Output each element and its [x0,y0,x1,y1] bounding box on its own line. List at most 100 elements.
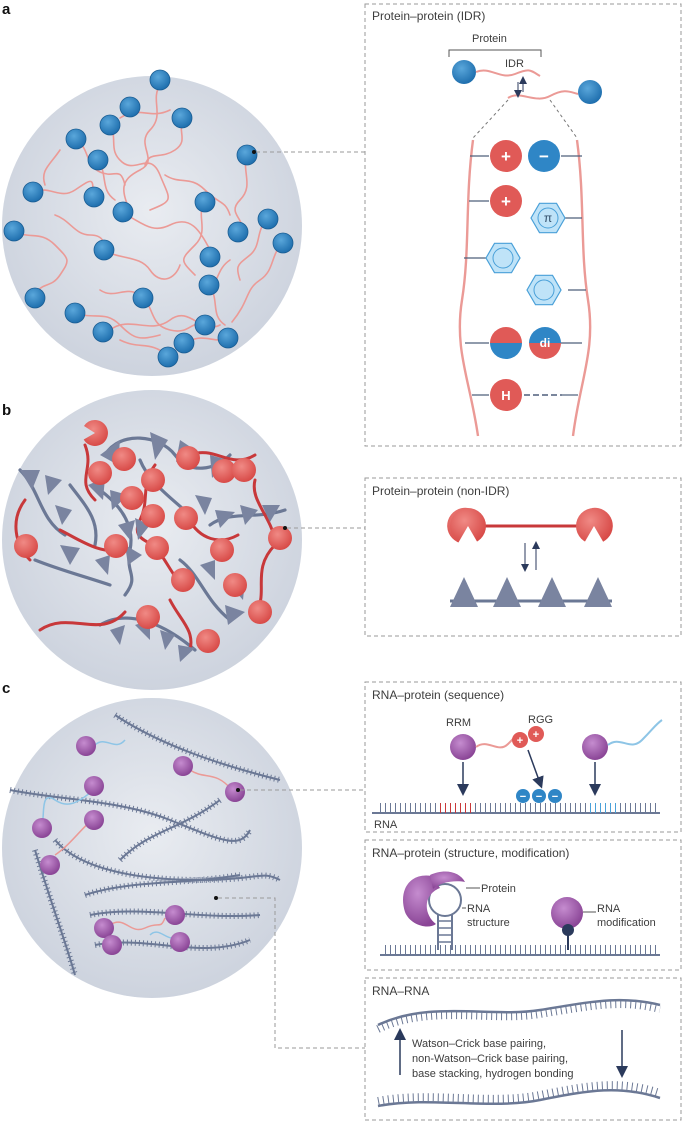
dipole-right [529,327,561,359]
rgg-charge-2 [528,726,544,742]
red-protein [176,446,200,470]
interaction-bonds [464,155,586,396]
triangle [160,630,175,650]
red-protein [83,419,108,446]
hbond-glyph: H [501,388,510,403]
rna-strand-bottom [377,1088,661,1108]
panel-b: b [2,390,682,690]
purple-protein [94,918,114,938]
idr-label: IDR [505,58,524,70]
red-protein [232,458,256,482]
pi-label: π [544,211,552,225]
rna-modification-label-1: RNA [597,903,621,915]
red-protein [248,600,272,624]
red-protein [212,459,236,483]
hairpin-loop [428,883,462,917]
blue-protein [173,332,195,354]
panel-a: a [2,1,682,447]
modification-mark [562,924,574,936]
triangles-b [20,432,280,662]
red-protein [223,573,247,597]
idr-chain-left [458,139,480,437]
triangle [95,555,110,575]
triangle [195,495,212,515]
blue-protein [257,208,279,230]
triangle [200,560,215,580]
purple-protein [84,776,104,796]
blue-protein-top-right [578,80,602,104]
red-proteins-b [14,419,292,653]
red-protein [104,534,128,558]
triangle [20,470,40,490]
purple-protein [170,932,190,952]
blue-proteins-a [3,69,294,368]
red-protein [268,526,292,550]
idr-strand-top [475,69,541,77]
triangle [60,545,80,565]
blue-protein [3,220,25,242]
triangle [125,545,142,565]
rna-rna-line-2: non-Watson–Crick base pairing, [412,1053,568,1065]
rgg-label: RGG [528,714,553,726]
blue-protein [64,302,86,324]
callout-dot-c2 [214,896,218,900]
plus-glyph: + [501,147,511,166]
positive-charge [490,140,522,172]
triangle [110,625,125,645]
blue-linker [607,719,663,746]
red-protein [112,447,136,471]
triangle [215,510,235,528]
protein-clamp-top [430,871,465,889]
rna-rna-line-3: base stacking, hydrogen bonding [412,1068,573,1080]
blue-protein [132,287,154,309]
box-title-non-idr: Protein–protein (non-IDR) [372,484,509,498]
red-protein [14,534,38,558]
triangle [118,520,135,540]
protein-label-c: Protein [481,883,516,895]
box-rna-protein-structure [364,839,682,971]
blue-protein [22,181,44,203]
protein-label: Protein [472,33,507,45]
hairpin-pairs [438,920,452,943]
blue-protein [227,221,249,243]
reader-protein [551,897,583,929]
plus-glyph: + [501,192,511,211]
callout-dot-a [252,150,256,154]
rna-modification-label-2: modification [597,917,656,929]
aromatic-ring-pi [530,202,566,234]
red-protein [196,629,220,653]
droplet-c [2,698,302,998]
plus-glyph: + [533,729,539,741]
rbp-domain [582,734,608,760]
blue-protein [199,246,221,268]
blue-protein-top-left [452,60,476,84]
triangle [240,505,258,525]
blue-protein [92,321,114,343]
purple-protein [225,782,245,802]
box-rna-rna [364,977,682,1121]
blue-protein [65,128,87,150]
minus-glyph: − [552,791,558,803]
rgg-charge-1 [512,732,528,748]
blue-protein [119,96,141,118]
blue-protein [93,239,115,261]
blue-protein [24,287,46,309]
zoom-line-left [472,99,509,139]
purple-protein [165,905,185,925]
rna-structure-label-2: structure [467,917,510,929]
rna-strand-bottom-bases [377,1081,662,1105]
triangle [55,505,72,525]
rrm-domain [450,734,476,760]
blue-protein [87,149,109,171]
callout-dot-c1 [236,788,240,792]
blue-protein [157,346,179,368]
blue-protein [171,107,193,129]
red-protein [171,568,195,592]
box-title-rna-protein-sequence: RNA–protein (sequence) [372,688,504,702]
aromatic-rings [485,202,566,306]
blue-protein [99,114,121,136]
blue-protein [217,327,239,349]
blue-protein [83,186,105,208]
panel-letter-a: a [2,1,11,18]
box-title-idr: Protein–protein (IDR) [372,9,485,23]
